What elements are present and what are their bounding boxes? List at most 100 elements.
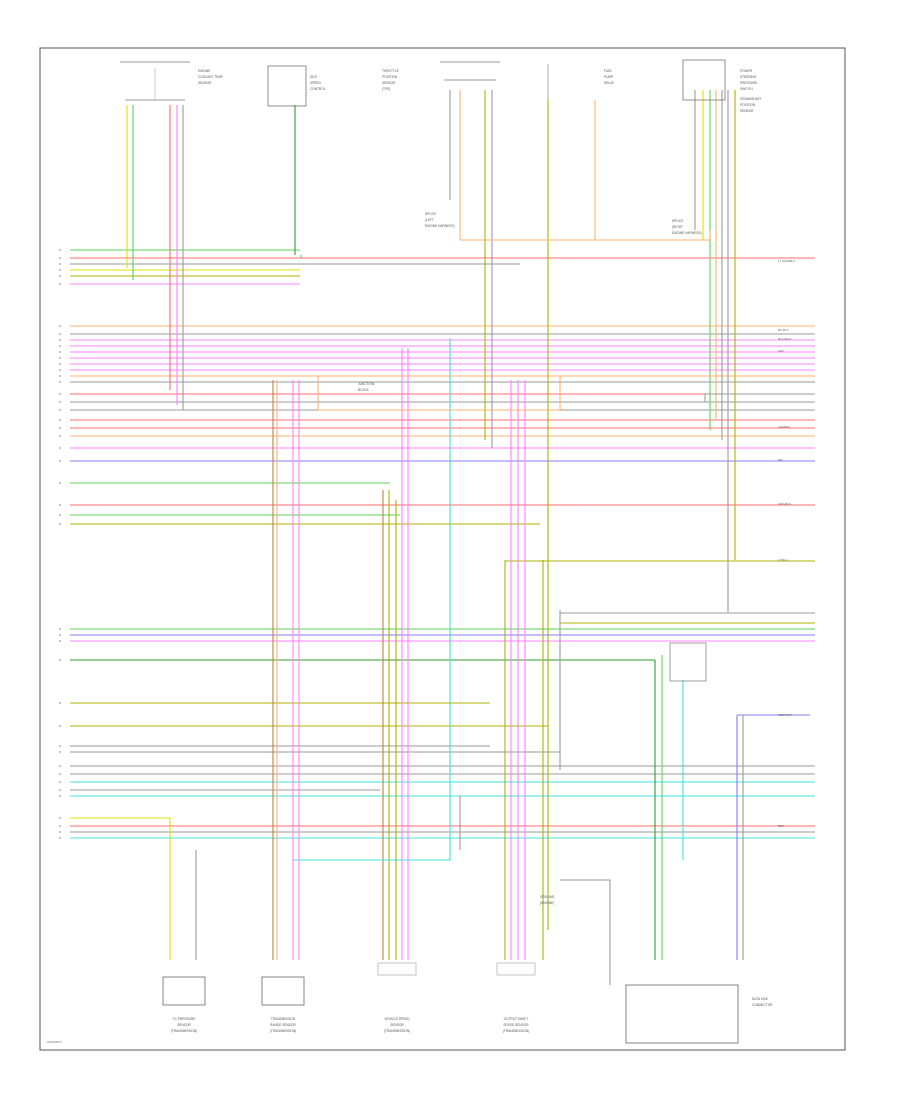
top-component-2-line-3: CONTROL [310, 87, 326, 91]
pin-dot-22 [59, 435, 61, 437]
bottom-component-3-line-3: (TRANSMISSION) [384, 1029, 410, 1033]
pin-dot-28 [59, 523, 61, 525]
top-component-5-line-2: STEERING [740, 75, 757, 79]
pin-dot-7 [59, 325, 61, 327]
svg-text:(LEFT: (LEFT [425, 218, 434, 222]
bottom-component-3-line-2: SENSOR [390, 1023, 404, 1027]
bottom-component-4-line-3: (TRANSMISSION) [503, 1029, 529, 1033]
pin-dot-30 [59, 634, 61, 636]
pin-dot-45 [59, 837, 61, 839]
svg-text:VEHICLE SPEED: VEHICLE SPEED [384, 1017, 410, 1021]
svg-text:TC PRESSURE: TC PRESSURE [173, 1017, 196, 1021]
svg-text:DK BLU: DK BLU [778, 328, 789, 332]
pin-dot-5 [59, 275, 61, 277]
splice-note-1-line-3: ENGINE HARNESS) [425, 224, 455, 228]
splice-note-2-line-2: (RIGHT [672, 225, 683, 229]
pin-dot-4 [59, 269, 61, 271]
svg-text:(RIGHT: (RIGHT [672, 225, 683, 229]
bottom-component-1-line-1: TC PRESSURE [173, 1017, 196, 1021]
bottom-component-2-line-2: RANGE SENSOR [270, 1023, 296, 1027]
svg-text:CONTROL: CONTROL [310, 87, 326, 91]
svg-text:CONNECTOR: CONNECTOR [752, 1003, 773, 1007]
wire-93 [317, 376, 561, 411]
pin-dot-43 [59, 825, 61, 827]
svg-text:BRN: BRN [778, 824, 784, 828]
svg-text:SPLICE: SPLICE [672, 219, 683, 223]
svg-text:SENSOR: SENSOR [382, 81, 396, 85]
bottom-component-5-box [625, 984, 739, 1044]
svg-text:FUEL: FUEL [604, 69, 612, 73]
svg-text:(ENGINE): (ENGINE) [540, 901, 554, 905]
svg-text:GRY: GRY [778, 349, 784, 353]
ground-note-line-2: (ENGINE) [540, 901, 554, 905]
top-component-3-line-2: POSITION [382, 75, 398, 79]
svg-text:STEERING: STEERING [740, 75, 757, 79]
top-component-2-symbol: IDLE SPEED CONTROL [267, 65, 326, 107]
side-notes: SPLICE (LEFT ENGINE HARNESS) SPLICE (RIG… [358, 212, 702, 905]
splice-note-1-line-2: (LEFT [425, 218, 434, 222]
wire-95 [293, 838, 451, 861]
pin-dot-41 [59, 795, 61, 797]
wire-labels: LT GRN/BLK DK BLU BLK/WHT GRY TAN/BLK PP… [778, 259, 795, 828]
bottom-component-5-line-2: CONNECTOR [752, 1003, 773, 1007]
top-component-4-line-3: RELAY [604, 81, 615, 85]
bottom-component-5-line-1: DATA LINK [752, 997, 769, 1001]
svg-text:SPEED: SPEED [310, 81, 322, 85]
svg-text:COOLANT TEMP: COOLANT TEMP [198, 75, 223, 79]
svg-text:LT GRN/BLK: LT GRN/BLK [778, 259, 795, 263]
svg-text:ENGINE HARNESS): ENGINE HARNESS) [425, 224, 455, 228]
pin-dot-37 [59, 765, 61, 767]
svg-text:SWITCH: SWITCH [740, 87, 753, 91]
pin-dot-24 [59, 460, 61, 462]
splice-note-2-line-1: SPLICE [672, 219, 683, 223]
svg-text:RED/WHT: RED/WHT [778, 713, 792, 717]
top-component-4-line-2: PUMP [604, 75, 613, 79]
top-component-3-line-3: SENSOR [382, 81, 396, 85]
wire-label-5: TAN/BLK [778, 425, 790, 429]
diagram-frame [39, 47, 846, 1051]
svg-text:(TRANSMISSION): (TRANSMISSION) [503, 1029, 529, 1033]
pin-dot-33 [59, 702, 61, 704]
top-component-6-line-2: POSITION [740, 103, 756, 107]
ground-note-line-1: GROUND [540, 895, 555, 899]
bottom-component-4-line-1: OUTPUT SHAFT [504, 1017, 528, 1021]
svg-text:(TRANSMISSION): (TRANSMISSION) [384, 1029, 410, 1033]
bottom-component-2-line-1: TRANSMISSION [271, 1017, 296, 1021]
top-component-2-line-1: IDLE [310, 75, 317, 79]
right-connector-box [669, 642, 707, 682]
svg-text:SENSOR: SENSOR [740, 109, 754, 113]
pin-dot-16 [59, 381, 61, 383]
bottom-component-3-box [377, 962, 417, 976]
svg-text:PPL: PPL [778, 458, 784, 462]
svg-text:SENSOR: SENSOR [198, 81, 212, 85]
pin-dot-1 [59, 249, 61, 251]
pin-dot-12 [59, 357, 61, 359]
svg-text:CRANKSHAFT: CRANKSHAFT [740, 97, 762, 101]
bottom-component-1-line-3: (TRANSMISSION) [171, 1029, 197, 1033]
pin-dot-13 [59, 363, 61, 365]
pin-dot-9 [59, 339, 61, 341]
pin-markers [59, 249, 61, 839]
pin-dot-27 [59, 514, 61, 516]
svg-text:PUMP: PUMP [604, 75, 613, 79]
pin-dot-15 [59, 375, 61, 377]
wire-label-4: GRY [778, 349, 784, 353]
top-component-1-line-3: SENSOR [198, 81, 212, 85]
wire-92 [460, 230, 711, 241]
bottom-component-4-box [496, 962, 536, 976]
splice-note-2-line-3: ENGINE HARNESS) [672, 231, 702, 235]
pin-dot-23 [59, 447, 61, 449]
pin-dot-17 [59, 393, 61, 395]
top-component-3-line-4: (TPS) [382, 87, 390, 91]
pin-dot-11 [59, 351, 61, 353]
wire-label-1: LT GRN/BLK [778, 259, 795, 263]
pin-dot-31 [59, 640, 61, 642]
top-component-6-line-1: CRANKSHAFT [740, 97, 762, 101]
svg-text:ORG/BLK: ORG/BLK [778, 502, 791, 506]
top-component-6-line-3: SENSOR [740, 109, 754, 113]
svg-text:ENGINE: ENGINE [198, 69, 210, 73]
junction-note-line-1: JUNCTION [358, 382, 375, 386]
svg-text:POSITION: POSITION [740, 103, 756, 107]
svg-text:(TRANSMISSION): (TRANSMISSION) [171, 1029, 197, 1033]
